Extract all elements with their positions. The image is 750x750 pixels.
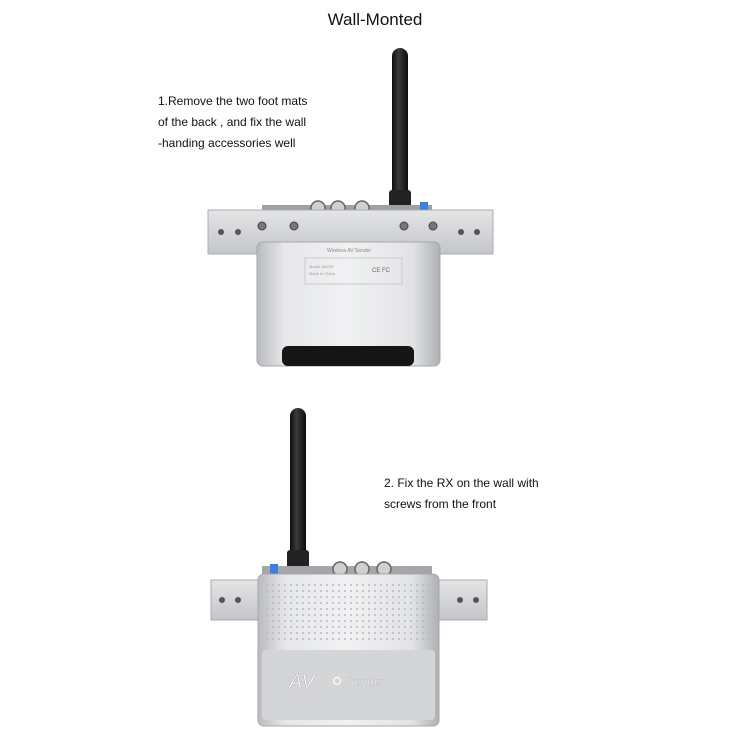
foot-mat-slot [282,346,414,366]
spec-line-2: Made in China [309,271,336,276]
rca-connectors [262,561,432,577]
step-1-instruction: 1.Remove the two foot mats of the back ,… [158,94,308,150]
spec-label-box [304,257,403,285]
antenna [389,48,411,212]
device-front-view: AV Sender [210,408,488,727]
wireless-icon [332,676,342,686]
spec-line-1: Model: AV230 [309,264,334,269]
front-panel [262,650,435,720]
device-back-view: Wireless AV Sender Model: AV230 Made in … [207,48,494,367]
step-2-instruction: 2. Fix the RX on the wall with screws fr… [384,476,539,511]
logo-av: AV [288,671,316,693]
speaker-grille [266,582,431,640]
certification-marks: CE FC [372,268,391,274]
logo-sender: Sender [346,675,385,689]
antenna [287,408,309,572]
device-label: Wireless AV Sender [327,248,371,254]
page-title: Wall-Monted [327,10,423,29]
